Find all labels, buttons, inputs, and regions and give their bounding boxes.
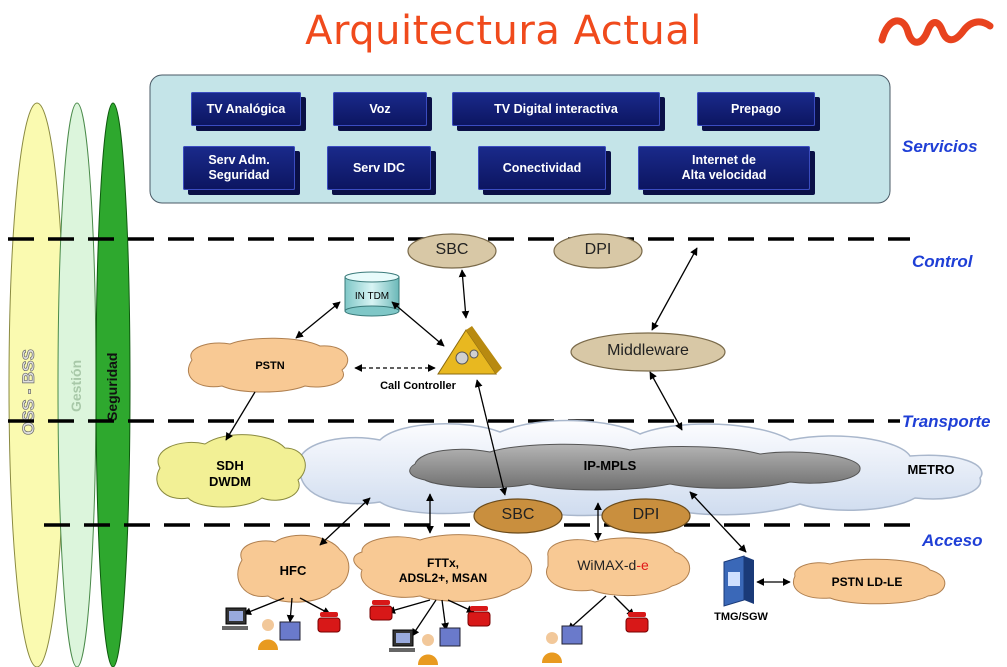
service-conectividad: Conectividad (478, 146, 606, 190)
call-controller-label: Call Controller (380, 380, 456, 392)
service-tv-digital: TV Digital interactiva (452, 92, 660, 126)
tmg-sgw-label: TMG/SGW (714, 611, 768, 623)
sbc-control-oval (407, 233, 497, 269)
wimax-cloud (546, 537, 691, 597)
fttx-line2: ADSL2+, MSAN (398, 571, 488, 585)
pstn-cloud (187, 337, 349, 393)
wimax-phone-icon (625, 612, 649, 633)
dpi-control-oval (553, 233, 643, 269)
hfc-user-icon (258, 619, 301, 650)
page-title: Arquitectura Actual (305, 8, 702, 54)
fttx-phone-icon-right (467, 606, 491, 627)
fttx-cloud (353, 534, 533, 602)
middleware-oval (570, 332, 726, 372)
fttx-computer-icon (389, 629, 415, 652)
sbc-access-oval (473, 498, 563, 534)
layer-transporte: Transporte (902, 412, 991, 431)
hfc-label: HFC (279, 563, 307, 578)
fttx-phone-icon-left (369, 600, 393, 621)
dpi-control-label: DPI (584, 241, 612, 258)
call-controller-icon (437, 326, 502, 375)
pstn-label: PSTN (255, 360, 285, 372)
fttx-line1: FTTx, (427, 556, 459, 570)
middleware-label: Middleware (607, 342, 689, 359)
ip-mpls-label: IP-MPLS (583, 458, 637, 473)
wimax-suffix: -e (636, 557, 649, 573)
sbc-access-label: SBC (501, 506, 535, 523)
dpi-access-label: DPI (632, 506, 660, 523)
wimax-label: WiMAX-d-e (556, 557, 670, 573)
service-internet-line1: Internet de (692, 153, 756, 167)
service-serv-adm-line2: Seguridad (208, 168, 270, 182)
service-tv-analogica: TV Analógica (191, 92, 301, 126)
sdh-cloud (156, 434, 306, 508)
sdh-line1: SDH (216, 458, 244, 473)
in-tdm-label: IN TDM (354, 291, 390, 302)
une-logo (878, 17, 994, 46)
fttx-user-icon (418, 627, 461, 665)
sdh-dwdm-label: SDH DWDM (180, 458, 280, 490)
layer-acceso: Acceso (922, 531, 983, 550)
sbc-control-label: SBC (435, 241, 469, 258)
service-serv-adm: Serv Adm. Seguridad (183, 146, 295, 190)
wimax-prefix: WiMAX-d (577, 557, 637, 573)
in-tdm-database (344, 271, 400, 317)
wimax-user-icon (542, 625, 583, 663)
metro-label: METRO (907, 462, 955, 477)
tmg-sgw-icon (723, 555, 754, 607)
fttx-label: FTTx, ADSL2+, MSAN (370, 556, 516, 586)
pstn-ld-cloud (792, 558, 946, 605)
hfc-phone-icon (317, 612, 341, 633)
service-internet: Internet de Alta velocidad (638, 146, 810, 190)
service-voz: Voz (333, 92, 427, 126)
service-serv-idc: Serv IDC (327, 146, 431, 190)
service-prepago: Prepago (697, 92, 815, 126)
service-serv-adm-line1: Serv Adm. (208, 153, 270, 167)
layer-servicios: Servicios (902, 137, 978, 156)
pstn-ld-le-label: PSTN LD-LE (831, 575, 903, 589)
service-internet-line2: Alta velocidad (681, 168, 767, 182)
hfc-cloud (237, 534, 350, 603)
hfc-computer-icon (222, 607, 248, 630)
sdh-line2: DWDM (209, 474, 251, 489)
layer-control: Control (912, 252, 973, 271)
